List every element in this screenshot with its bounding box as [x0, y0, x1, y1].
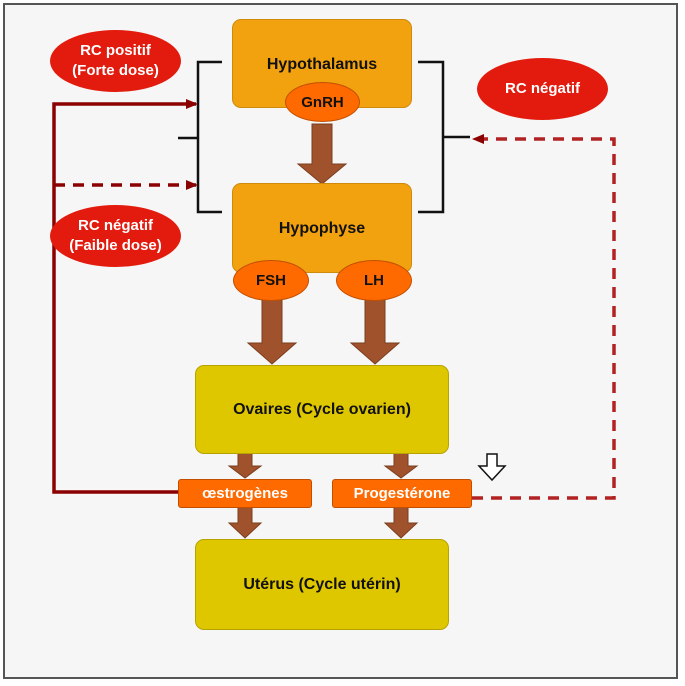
lh-pill: LH — [336, 260, 412, 301]
hollow-down-arrow-icon — [477, 453, 507, 482]
rc-positif-line1: RC positif — [80, 42, 151, 59]
arrow-ovaires-to-progesterone — [383, 452, 419, 479]
progesterone-box: Progestérone — [332, 479, 472, 508]
oestrogenes-box: œstrogènes — [178, 479, 312, 508]
arrow-ovaires-to-oestrogenes — [227, 452, 263, 479]
rc-positif-line2: (Forte dose) — [72, 62, 159, 79]
positive-feedback-line — [52, 99, 198, 494]
ovaires-label: Ovaires (Cycle ovarien) — [233, 400, 411, 418]
negative-feedback-progesterone-line — [472, 134, 616, 500]
ovaires-box: Ovaires (Cycle ovarien) — [195, 365, 449, 454]
rc-positif-oval: RC positif (Forte dose) — [50, 30, 181, 92]
fsh-label: FSH — [256, 272, 286, 289]
gnrh-pill: GnRH — [285, 82, 360, 122]
uterus-label: Utérus (Cycle utérin) — [243, 575, 401, 593]
right-bracket — [418, 60, 470, 214]
left-bracket — [178, 60, 222, 214]
rc-negatif-faible-line2: (Faible dose) — [69, 237, 162, 254]
hypophyse-box: Hypophyse — [232, 183, 412, 273]
rc-negatif-label: RC négatif — [505, 80, 580, 97]
arrow-oestrogenes-to-uterus — [227, 506, 263, 539]
rc-negatif-faible-oval: RC négatif (Faible dose) — [50, 205, 181, 267]
lh-label: LH — [364, 272, 384, 289]
uterus-box: Utérus (Cycle utérin) — [195, 539, 449, 630]
hypophyse-label: Hypophyse — [278, 220, 366, 237]
progesterone-label: Progestérone — [353, 485, 451, 502]
rc-negatif-faible-line1: RC négatif — [78, 217, 153, 234]
arrow-fsh-to-ovaires — [246, 299, 298, 365]
gnrh-label: GnRH — [301, 93, 344, 111]
fsh-pill: FSH — [233, 260, 309, 301]
arrow-gnrh-to-hypophyse — [296, 123, 348, 185]
arrow-lh-to-ovaires — [349, 299, 401, 365]
arrow-progesterone-to-uterus — [383, 506, 419, 539]
oestrogenes-label: œstrogènes — [202, 485, 288, 502]
rc-negatif-oval: RC négatif — [477, 58, 608, 120]
hypothalamus-label: Hypothalamus — [266, 56, 378, 73]
